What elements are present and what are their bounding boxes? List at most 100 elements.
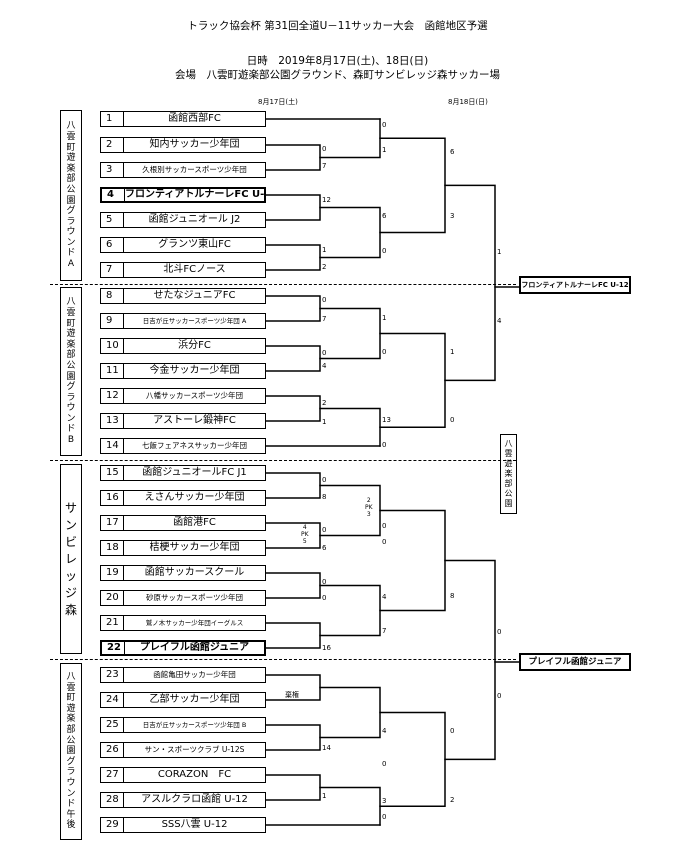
team-name: プレイフル函館ジュニア: [139, 642, 250, 653]
team-row: 15 函館ジュニオールFC J1: [100, 465, 266, 481]
team-name: 久根別サッカースポーツ少年団: [142, 165, 247, 174]
bracket-line: [379, 137, 446, 234]
team-name: 八幡サッカースポーツ少年団: [146, 391, 243, 400]
score-label: 0: [382, 760, 387, 768]
bracket-line: [319, 686, 381, 739]
score-label: 0: [322, 526, 327, 534]
bracket-line: [319, 118, 381, 159]
side-venue-label: 八雲遊楽部公園: [500, 434, 517, 514]
score-label: 0: [450, 416, 455, 424]
score-label: 0: [322, 476, 327, 484]
score-label: 4: [382, 727, 387, 735]
team-number: 22: [102, 642, 125, 654]
score-label: 0: [322, 578, 327, 586]
team-name: 日吉が丘サッカースポーツ少年団 A: [142, 317, 247, 325]
pk-mid: PK: [301, 531, 309, 538]
team-number: 20: [101, 591, 124, 605]
team-name: 函館港FC: [173, 517, 216, 528]
team-number: 21: [101, 616, 124, 630]
team-number: 19: [101, 566, 124, 580]
pk-mid: PK: [365, 504, 373, 511]
bracket-line: [265, 395, 321, 422]
team-name: アストーレ鍛神FC: [153, 415, 236, 426]
team-number: 16: [101, 491, 124, 505]
team-number: 23: [101, 668, 124, 682]
team-row: 3 久根別サッカースポーツ少年団: [100, 162, 266, 178]
team-row: 9 日吉が丘サッカースポーツ少年団 A: [100, 313, 266, 329]
team-number: 9: [101, 314, 124, 328]
team-row: 16 えさんサッカー少年団: [100, 490, 266, 506]
team-name: 浜分FC: [178, 340, 211, 351]
team-number: 17: [101, 516, 124, 530]
score-label: 12: [322, 196, 331, 204]
team-number: 4: [102, 189, 125, 201]
score-label: 7: [322, 315, 327, 323]
team-number: 2: [101, 138, 124, 152]
score-label: 2: [322, 399, 327, 407]
team-name: 知内サッカー少年団: [149, 139, 240, 150]
team-name: 乙部サッカー少年団: [149, 694, 240, 705]
score-label: 4: [322, 362, 327, 370]
bracket-line: [265, 295, 321, 322]
finalist-bottom: プレイフル函館ジュニア: [519, 653, 631, 671]
score-label: 13: [382, 416, 391, 424]
bracket-line: [379, 711, 446, 807]
team-name: 砂原サッカースポーツ少年団: [146, 593, 243, 602]
bracket-line: [319, 307, 381, 360]
bracket-line: [265, 622, 321, 649]
score-label: 1: [382, 146, 387, 154]
team-name: 今金サッカー少年団: [149, 365, 240, 376]
score-label: 0: [322, 296, 327, 304]
event-date: 日時 2019年8月17日(土)、18日(日): [246, 55, 429, 67]
team-number: 5: [101, 213, 124, 227]
score-label: 8: [450, 592, 455, 600]
score-label: 0: [382, 121, 387, 129]
bracket-line: [319, 584, 381, 637]
bracket-line: [319, 786, 381, 826]
team-number: 15: [101, 466, 124, 480]
bracket-line: [265, 345, 321, 372]
score-label: 2: [322, 263, 327, 271]
team-name: CORAZON FC: [157, 769, 232, 780]
section-divider: [50, 284, 516, 285]
score-label: 0: [322, 594, 327, 602]
bracket-line: [265, 724, 321, 751]
score-label: 1: [382, 314, 387, 322]
pk-right: 3: [366, 511, 371, 518]
score-label: 6: [450, 148, 455, 156]
score-label: 0: [382, 522, 387, 530]
score-label: 1: [322, 418, 327, 426]
score-label: 1: [450, 348, 455, 356]
team-row: 17 函館港FC: [100, 515, 266, 531]
team-name: グランツ東山FC: [158, 239, 231, 250]
team-name: 函館ジュニオールFC J1: [142, 467, 247, 478]
team-name: アスルクラロ函館 U-12: [141, 794, 248, 805]
score-label: 16: [322, 644, 331, 652]
team-name: 函館西部FC: [168, 113, 221, 124]
score-label: 0: [497, 628, 502, 636]
team-name: 北斗FCノース: [163, 264, 226, 275]
team-number: 3: [101, 163, 124, 177]
bracket-line: [265, 472, 321, 499]
pk-right: 5: [302, 538, 307, 545]
team-name: サン・スポーツクラブ U-12S: [144, 745, 245, 754]
score-label: 7: [322, 162, 327, 170]
team-name: えさんサッカー少年団: [144, 492, 245, 503]
section-divider: [50, 460, 516, 461]
